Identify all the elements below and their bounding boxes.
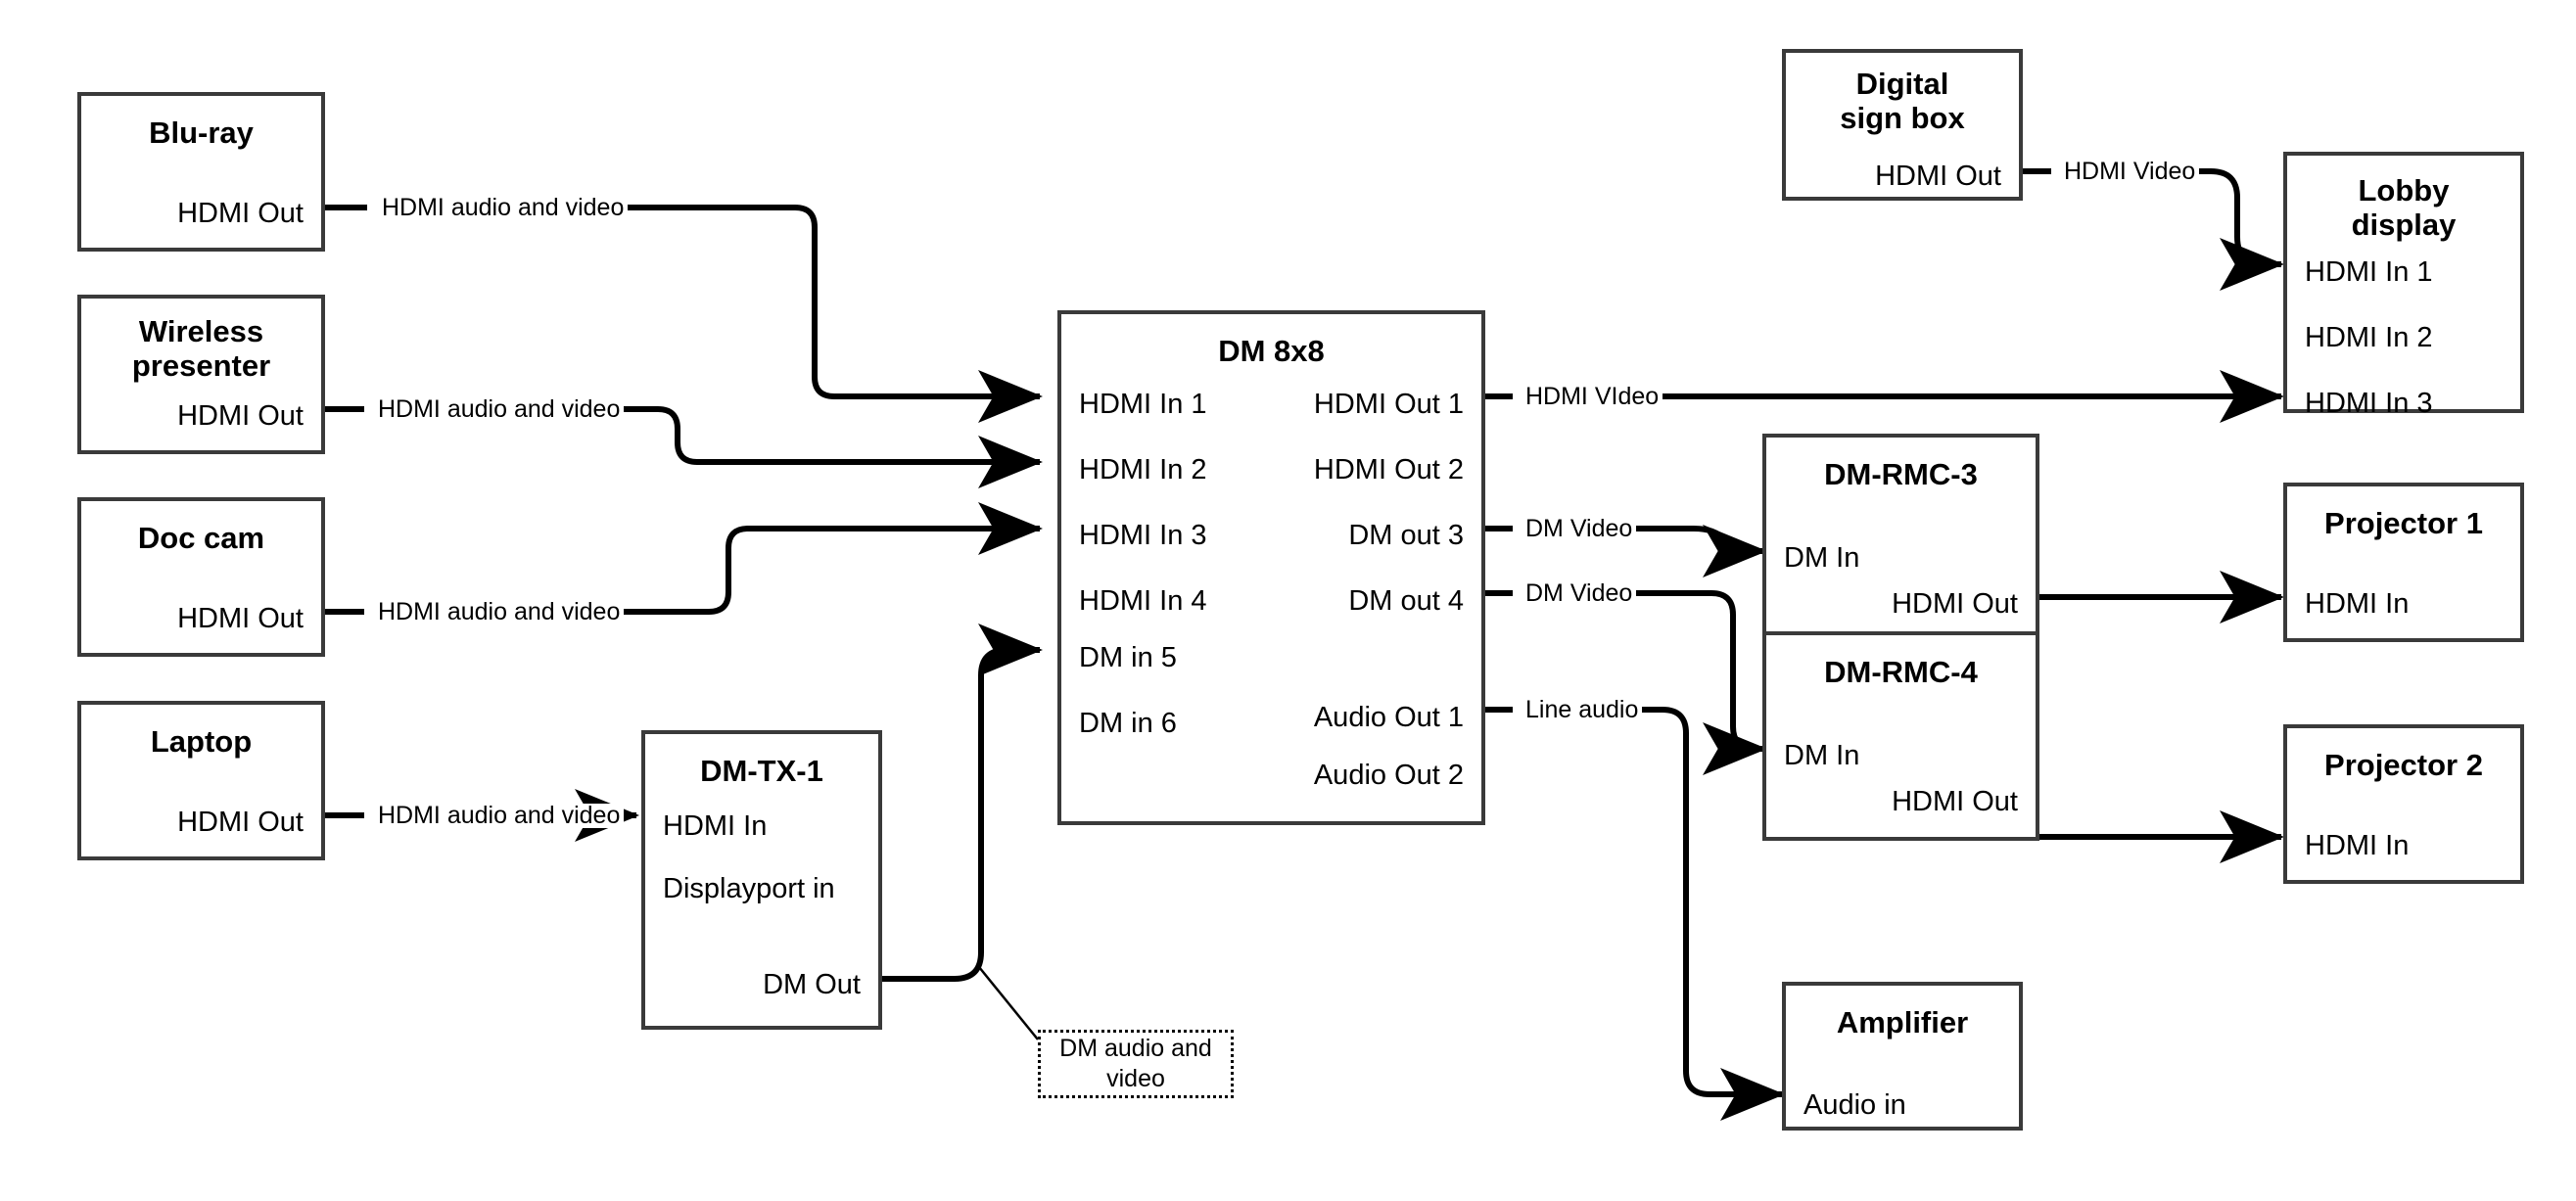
node-dm-8x8-output-audio-out-1[interactable]: Audio Out 1 bbox=[1313, 702, 1464, 733]
node-projector-2-title: Projector 2 bbox=[2324, 748, 2483, 782]
edge-label-doccam-to-dm: HDMI audio and video bbox=[374, 600, 625, 624]
node-lobby-display-port-hdmi-in-2[interactable]: HDMI In 2 bbox=[2305, 322, 2433, 353]
edge-label-dm-out1-to-lobby: HDMI VIdeo bbox=[1522, 385, 1663, 409]
node-bluray-port-hdmi-out[interactable]: HDMI Out bbox=[177, 198, 304, 229]
node-dm-rmc-3[interactable]: DM-RMC-3 DM In HDMI Out bbox=[1762, 434, 2039, 643]
wire-dm-out4-to-rmc4-b bbox=[1625, 590, 1767, 775]
wire-doccam-to-dm-in3-b bbox=[609, 502, 1043, 615]
node-lobby-display[interactable]: Lobby display HDMI In 1 HDMI In 2 HDMI I… bbox=[2283, 152, 2524, 418]
node-digital-sign-box-title: Digital sign box bbox=[1840, 67, 1965, 136]
node-dm-8x8-input-hdmi-in-4[interactable]: HDMI In 4 bbox=[1079, 585, 1207, 617]
node-dm-rmc-4[interactable]: DM-RMC-4 DM In HDMI Out bbox=[1762, 631, 2039, 841]
node-dm-tx-1-port-displayport-in[interactable]: Displayport in bbox=[663, 873, 835, 904]
node-doc-cam-title: Doc cam bbox=[137, 521, 265, 555]
edge-label-bluray-to-dm: HDMI audio and video bbox=[378, 196, 629, 220]
node-projector-1[interactable]: Projector 1 HDMI In bbox=[2283, 483, 2524, 642]
node-dm-rmc-3-port-dm-in[interactable]: DM In bbox=[1784, 542, 1860, 574]
node-wireless-presenter-port-hdmi-out[interactable]: HDMI Out bbox=[177, 400, 304, 432]
node-wireless-presenter-title: Wireless presenter bbox=[131, 314, 271, 384]
node-dm-8x8-output-dm-out-3[interactable]: DM out 3 bbox=[1348, 520, 1464, 551]
node-projector-2[interactable]: Projector 2 HDMI In bbox=[2283, 724, 2524, 884]
node-amplifier[interactable]: Amplifier Audio in bbox=[1782, 982, 2023, 1131]
edge-label-dm-audio1-to-amp: Line audio bbox=[1522, 698, 1643, 722]
node-dm-8x8-input-dm-in-6[interactable]: DM in 6 bbox=[1079, 708, 1177, 739]
leader-line-dm-audio-video bbox=[978, 966, 1039, 1040]
node-digital-sign-box-port-hdmi-out[interactable]: HDMI Out bbox=[1875, 161, 2001, 192]
node-doc-cam-port-hdmi-out[interactable]: HDMI Out bbox=[177, 603, 304, 634]
node-dm-8x8-input-hdmi-in-3[interactable]: HDMI In 3 bbox=[1079, 520, 1207, 551]
node-doc-cam[interactable]: Doc cam HDMI Out bbox=[77, 497, 325, 657]
wire-tx-dmout-to-dm-in5 bbox=[882, 624, 1043, 982]
node-dm-8x8[interactable]: DM 8x8 HDMI In 1 HDMI In 2 HDMI In 3 HDM… bbox=[1057, 310, 1485, 825]
edge-label-laptop-to-tx: HDMI audio and video bbox=[374, 804, 625, 828]
node-amplifier-title: Amplifier bbox=[1836, 1005, 1969, 1039]
node-bluray[interactable]: Blu-ray HDMI Out bbox=[77, 92, 325, 252]
node-lobby-display-port-hdmi-in-1[interactable]: HDMI In 1 bbox=[2305, 256, 2433, 288]
node-lobby-display-port-hdmi-in-3[interactable]: HDMI In 3 bbox=[2305, 388, 2433, 419]
node-projector-2-port-hdmi-in[interactable]: HDMI In bbox=[2305, 830, 2410, 861]
node-dm-8x8-input-hdmi-in-2[interactable]: HDMI In 2 bbox=[1079, 454, 1207, 485]
node-wireless-presenter[interactable]: Wireless presenter HDMI Out bbox=[77, 295, 325, 454]
node-digital-sign-box[interactable]: Digital sign box HDMI Out bbox=[1782, 49, 2023, 201]
node-dm-8x8-output-audio-out-2[interactable]: Audio Out 2 bbox=[1313, 760, 1464, 791]
node-dm-rmc-3-title: DM-RMC-3 bbox=[1824, 457, 1978, 491]
wire-sign-to-lobby-in1-b bbox=[2181, 168, 2284, 291]
node-dm-8x8-output-dm-out-4[interactable]: DM out 4 bbox=[1348, 585, 1464, 617]
edge-label-dm-out3-to-rmc3: DM Video bbox=[1522, 517, 1637, 541]
node-dm-8x8-title: DM 8x8 bbox=[1218, 334, 1325, 368]
node-dm-tx-1-title: DM-TX-1 bbox=[700, 754, 823, 788]
note-dm-audio-and-video: DM audio and video bbox=[1038, 1030, 1234, 1098]
node-lobby-display-title: Lobby display bbox=[2351, 173, 2457, 243]
node-dm-tx-1-port-dm-out[interactable]: DM Out bbox=[763, 969, 861, 1000]
node-dm-rmc-4-title: DM-RMC-4 bbox=[1824, 655, 1978, 689]
wire-bluray-to-dm-in1-b bbox=[612, 205, 1043, 423]
node-bluray-title: Blu-ray bbox=[149, 115, 254, 150]
node-dm-8x8-input-hdmi-in-1[interactable]: HDMI In 1 bbox=[1079, 389, 1207, 420]
edge-label-sign-to-lobby: HDMI Video bbox=[2060, 160, 2200, 184]
node-dm-tx-1-port-hdmi-in[interactable]: HDMI In bbox=[663, 810, 768, 842]
node-dm-8x8-output-hdmi-out-1[interactable]: HDMI Out 1 bbox=[1313, 389, 1464, 420]
node-dm-rmc-4-port-hdmi-out[interactable]: HDMI Out bbox=[1892, 786, 2018, 817]
wire-dm-audio1-to-amp-b bbox=[1625, 707, 1785, 1121]
node-laptop-port-hdmi-out[interactable]: HDMI Out bbox=[177, 807, 304, 838]
node-dm-rmc-3-port-hdmi-out[interactable]: HDMI Out bbox=[1892, 588, 2018, 620]
node-dm-8x8-input-dm-in-5[interactable]: DM in 5 bbox=[1079, 642, 1177, 673]
node-laptop-title: Laptop bbox=[150, 724, 253, 759]
node-laptop[interactable]: Laptop HDMI Out bbox=[77, 701, 325, 860]
wire-wireless-to-dm-in2-b bbox=[609, 406, 1043, 488]
node-amplifier-port-audio-in[interactable]: Audio in bbox=[1803, 1089, 1906, 1121]
wire-dm-out3-to-rmc3-b bbox=[1625, 525, 1767, 577]
node-projector-1-title: Projector 1 bbox=[2324, 506, 2483, 540]
node-dm-rmc-4-port-dm-in[interactable]: DM In bbox=[1784, 740, 1860, 771]
node-dm-tx-1[interactable]: DM-TX-1 HDMI In Displayport in DM Out bbox=[641, 730, 882, 1030]
edge-label-dm-out4-to-rmc4: DM Video bbox=[1522, 581, 1637, 606]
edge-label-wireless-to-dm: HDMI audio and video bbox=[374, 397, 625, 422]
node-projector-1-port-hdmi-in[interactable]: HDMI In bbox=[2305, 588, 2410, 620]
node-dm-8x8-output-hdmi-out-2[interactable]: HDMI Out 2 bbox=[1313, 454, 1464, 485]
